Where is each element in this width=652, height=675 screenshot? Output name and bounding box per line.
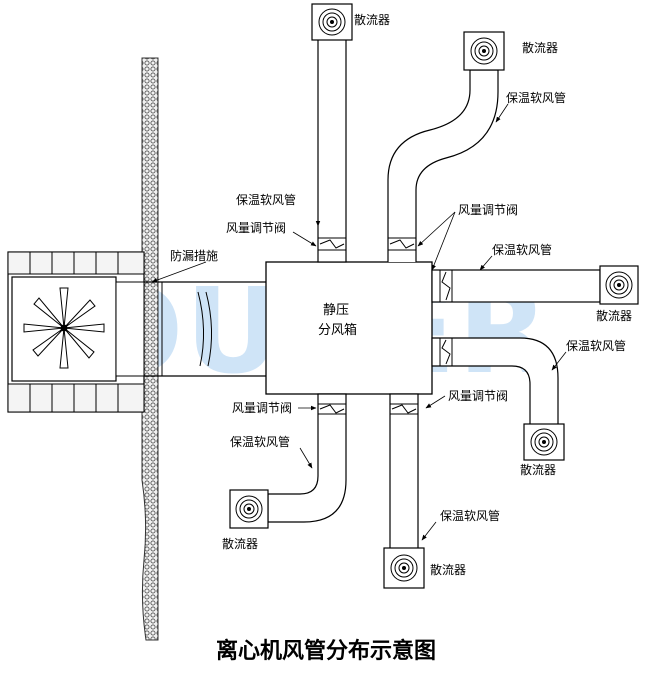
label-damper-3: 风量调节阀 <box>448 389 508 403</box>
label-diffuser-2: 散流器 <box>522 40 558 55</box>
label-flexduct-4: 保温软风管 <box>566 338 626 353</box>
duct-branch-right-lower <box>431 337 565 461</box>
box-label-line1: 静压 <box>323 303 349 318</box>
fan-icon <box>23 287 105 369</box>
duct-branch-bottom-right <box>383 393 425 589</box>
duct-branch-top-left <box>311 3 353 263</box>
centrifugal-unit <box>7 251 145 413</box>
box-label-line2: 分风箱 <box>318 322 357 338</box>
label-diffuser-5: 散流器 <box>222 536 258 551</box>
label-leak-prevention: 防漏措施 <box>170 248 218 263</box>
static-pressure-box: 静压 分风箱 <box>265 261 433 395</box>
label-flexduct-6: 保温软风管 <box>440 508 500 523</box>
label-flexduct-5: 保温软风管 <box>230 434 290 449</box>
label-damper-2: 风量调节阀 <box>458 203 518 217</box>
main-supply-duct <box>144 281 268 377</box>
label-flexduct-2: 保温软风管 <box>236 192 296 207</box>
label-diffuser-3: 散流器 <box>596 308 632 323</box>
diagram-title: 离心机风管分布示意图 <box>216 638 436 664</box>
duct-branch-bottom-left <box>229 393 347 529</box>
leader-lines <box>151 103 567 541</box>
label-diffuser-6: 散流器 <box>430 562 466 577</box>
label-flexduct-1: 保温软风管 <box>506 90 566 105</box>
wall <box>141 57 159 641</box>
label-flexduct-3: 保温软风管 <box>492 242 552 257</box>
label-damper-1: 风量调节阀 <box>226 221 286 235</box>
duct-branch-right-upper <box>431 265 639 305</box>
label-diffuser-4: 散流器 <box>520 462 556 477</box>
duct-branch-top-right <box>387 31 505 262</box>
label-damper-4: 风量调节阀 <box>232 401 292 415</box>
label-diffuser-1: 散流器 <box>354 12 390 27</box>
